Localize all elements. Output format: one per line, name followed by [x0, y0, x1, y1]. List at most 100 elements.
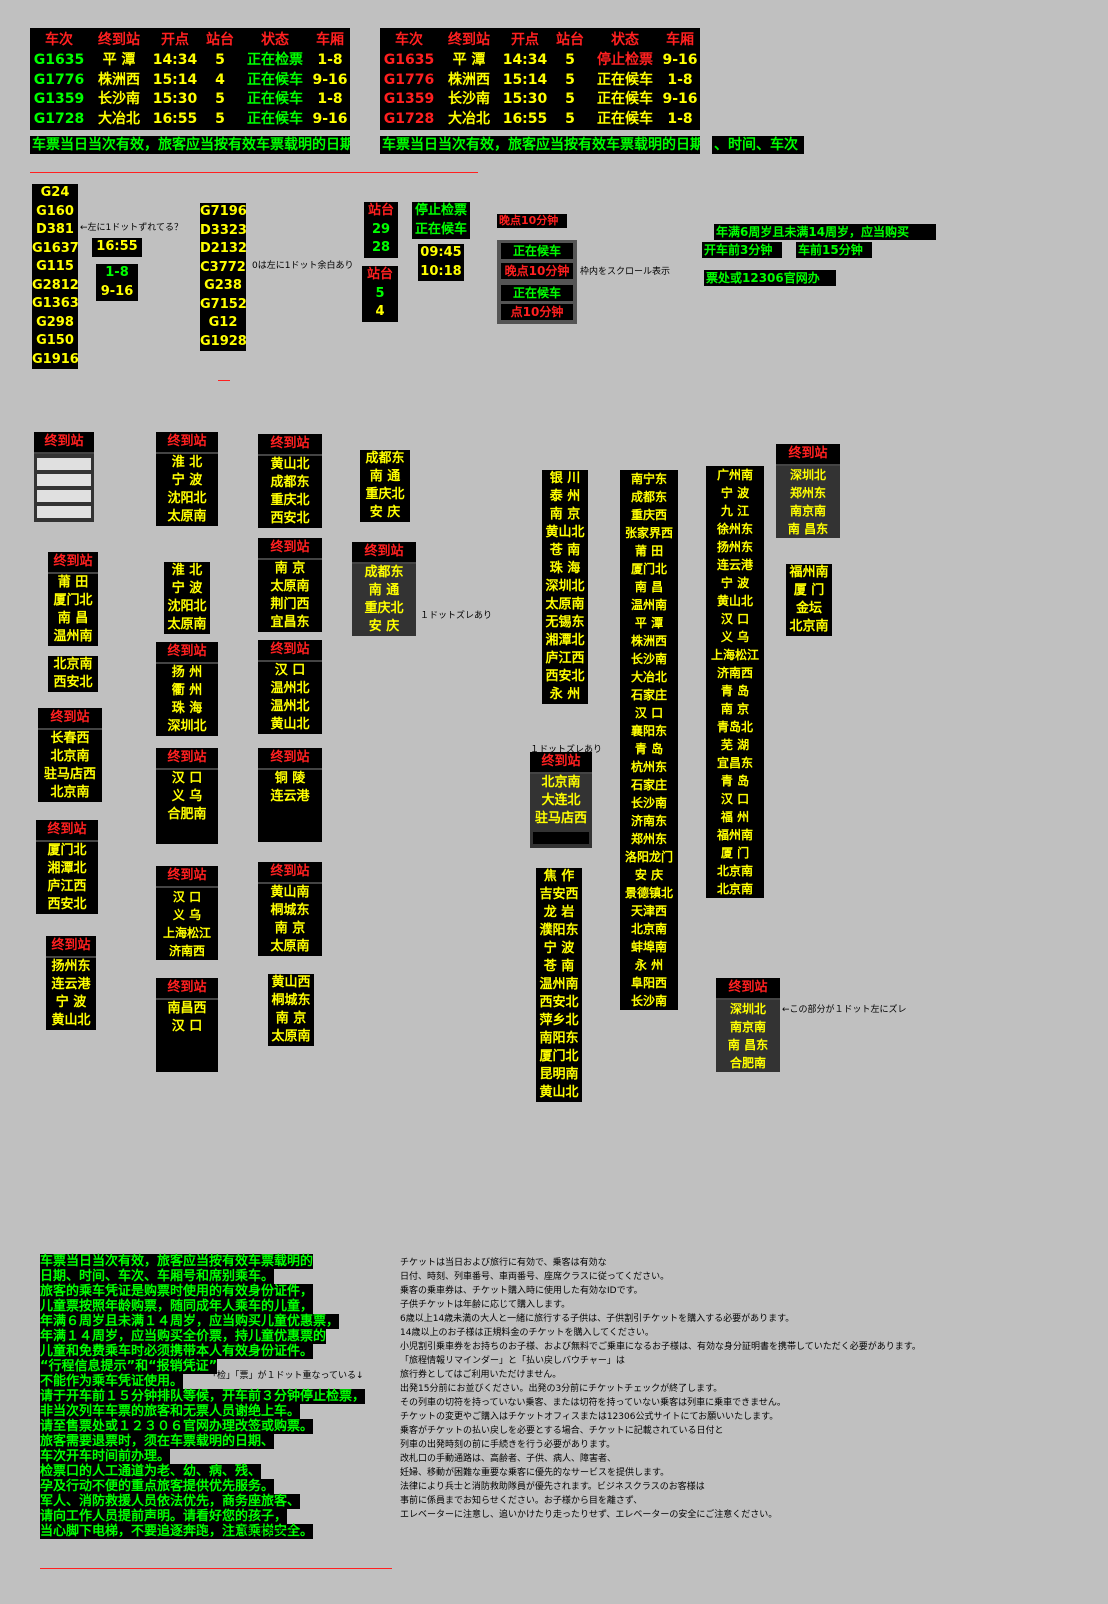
dest-blank: [37, 458, 91, 470]
dest-station: 青 岛: [720, 774, 750, 788]
dest-header: 终到站: [34, 432, 94, 454]
dest-column-c2d: 终到站汉 口义 乌合肥南: [156, 748, 218, 844]
dest-station: 芜 湖: [720, 738, 750, 752]
dest-station: 北京南: [53, 657, 93, 672]
dest-station: 杭州东: [630, 760, 667, 774]
bottom-divider: [40, 1568, 392, 1569]
jp-notice-line: 乗客の乗車券は、チケット購入時に使用した有効なIDです。: [400, 1286, 643, 1296]
dest-station: 南 京: [275, 1011, 307, 1026]
dest-station: 黄山北: [716, 594, 753, 608]
dest-station: 南昌西: [167, 1001, 207, 1016]
train-number: G1637: [32, 240, 79, 256]
board-cell: G1359: [33, 91, 85, 107]
dest-station: 重庆西: [630, 508, 667, 522]
cn-notice-line: 军人、消防救援人员依法优先，商务座旅客、: [40, 1494, 301, 1509]
dest-station: 太原南: [270, 939, 310, 954]
dest-station: 成都东: [365, 451, 405, 466]
note-1dot: １ドットズレあり: [420, 611, 493, 621]
japanese-notice: チケットは当日および旅行に有効で、乗客は有効な日付、時刻、列車番号、車両番号、座…: [400, 1256, 960, 1522]
dest-station: 太原南: [545, 597, 585, 612]
train-number: G298: [36, 314, 74, 330]
dest-station: 上海松江: [162, 926, 211, 940]
board-cell: 正在候车: [247, 91, 303, 107]
dest-station: 连云港: [716, 558, 753, 572]
dest-header: 终到站: [776, 444, 840, 466]
dest-header: 终到站: [48, 552, 98, 574]
jp-notice-line: 改札口の手動通路は、高齢者、子供、病人、障害者、: [400, 1454, 617, 1464]
dest-blank: [37, 490, 91, 502]
board-a-banner: 车票当日当次有效，旅客应当按有效车票载明的日期: [30, 136, 350, 154]
dest-station: 永 州: [634, 958, 664, 972]
note-scroll: 枠内をスクロール表示: [580, 267, 671, 277]
board-cell: G1776: [33, 71, 85, 88]
dest-station: 宁 波: [543, 941, 575, 956]
dest-station: 黄山北: [270, 457, 310, 472]
board-cell: 15:30: [502, 91, 548, 107]
header-status: 状态: [261, 32, 289, 48]
dest-station: 金坛: [795, 601, 822, 616]
train-number: G2812: [32, 277, 79, 293]
dest-station: 北京南: [630, 922, 667, 936]
dest-station: 成都东: [630, 490, 667, 504]
board-cell: 1-8: [667, 71, 693, 88]
dest-station: 阜阳西: [630, 976, 667, 990]
dest-station: 莆 田: [634, 544, 664, 558]
dest-header: 终到站: [156, 642, 218, 664]
dest-station: 福州南: [789, 565, 829, 580]
train-number: G115: [36, 259, 74, 274]
dest-station: 义 乌: [171, 789, 203, 804]
board-b-banner: 车票当日当次有效，旅客应当按有效车票载明的日期: [380, 136, 700, 154]
dest-blank: [37, 506, 91, 518]
dest-station: 宁 波: [720, 486, 750, 500]
dest-station: 宜昌东: [270, 615, 310, 630]
dest-station: 黄山北: [545, 525, 585, 540]
dest-station: 汉 口: [171, 1019, 203, 1034]
platform-28: 28: [371, 240, 391, 255]
dest-station: 衢 州: [171, 683, 203, 698]
dest-station: 北京南: [50, 785, 90, 800]
dest-station: 太原南: [270, 579, 310, 594]
dest-column-c1e: 终到站扬州东连云港宁 波黄山北: [46, 936, 96, 1030]
board-cell: 平 潭: [452, 52, 486, 68]
board-cell: 正在候车: [247, 110, 303, 127]
car-9-16: 9-16: [100, 283, 134, 299]
dest-column-c3d: 终到站铜 陵连云港: [258, 748, 322, 842]
dest-column-c4b: 终到站成都东南 通重庆北安 庆: [352, 542, 416, 636]
platform-header: 站台: [366, 267, 393, 282]
train-number: G1363: [32, 296, 79, 311]
dest-station: 淮 北: [171, 455, 203, 470]
dest-station: 无锡东: [545, 615, 585, 630]
board-cell: 长沙南: [448, 91, 490, 107]
board-cell: 4: [215, 71, 225, 88]
dest-station: 太原南: [167, 617, 207, 632]
dest-station: 福州南: [716, 828, 753, 842]
dest-station: 黄山西: [271, 975, 311, 990]
dest-column-c7: 广州南宁 波九 江徐州东扬州东连云港宁 波黄山北汉 口义 乌上海松江济南西青 岛…: [706, 466, 764, 898]
dest-station: 南 通: [368, 583, 400, 598]
cn-notice-line: 车次开车时间前办理。: [40, 1449, 171, 1464]
dest-station: 南 昌: [634, 580, 664, 594]
train-number: G1916: [32, 351, 79, 367]
dest-station: 汉 口: [720, 612, 750, 626]
board-cell: 正在检票: [247, 52, 303, 68]
dest-station: 石家庄: [630, 778, 667, 792]
train-number: D2132: [200, 241, 247, 256]
dest-station: 郑州东: [789, 486, 826, 500]
board-cell: 1-8: [317, 91, 343, 107]
scroll-line-3: 正在候车: [501, 285, 573, 301]
small-red-mark: [218, 380, 230, 381]
cn-notice-line: 日期、时间、车次、车厢号和席别乘车。: [40, 1269, 275, 1284]
dest-station: 萍乡北: [539, 1013, 579, 1028]
dest-station: 蚌埠南: [630, 940, 667, 954]
dest-column-c3e: 终到站黄山南桐城东南 京太原南: [258, 862, 322, 956]
dest-header: 终到站: [46, 936, 96, 958]
dest-station: 厦门北: [47, 843, 87, 858]
dest-station: 成都东: [270, 475, 310, 490]
dest-station: 黄山北: [51, 1013, 91, 1028]
board-cell: 株洲西: [448, 71, 490, 88]
status-stop: 停止检票: [414, 203, 467, 218]
dest-station: 洛阳龙门: [624, 850, 673, 864]
divider-line: [30, 172, 478, 173]
dest-station: 南 昌东: [727, 1038, 769, 1052]
dest-station: 北京南: [541, 775, 581, 790]
